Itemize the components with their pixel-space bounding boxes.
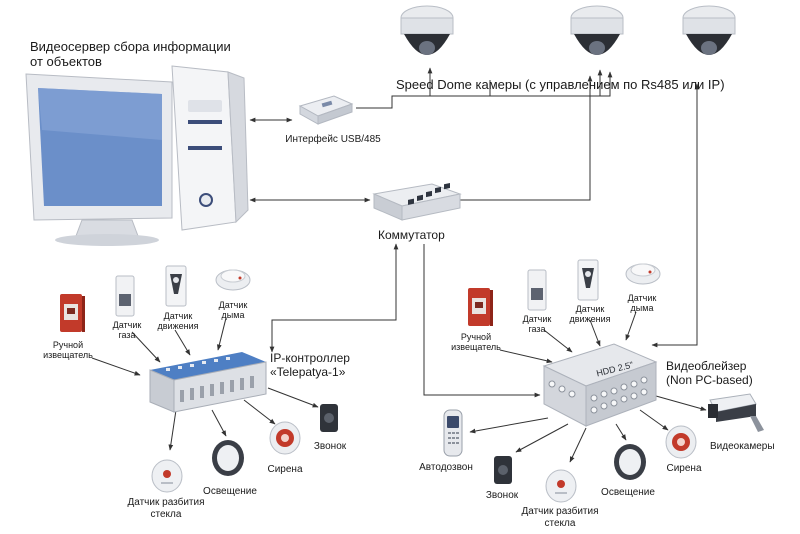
- ctrl-siren: [268, 420, 302, 456]
- vb-siren-label: Сирена: [666, 463, 702, 474]
- smoke-sensor-icon: [625, 263, 661, 285]
- videoblazer: HDD 2.5": [540, 336, 660, 432]
- siren-icon: [665, 425, 697, 459]
- link-dome-bus: [391, 72, 610, 100]
- dome-camera-3: [678, 4, 740, 70]
- videoblazer-label: Видеоблейзер (Non PC-based): [666, 359, 753, 387]
- ctrl-lighting: [210, 436, 246, 478]
- dome-camera-icon: [570, 5, 624, 55]
- vb-autodialer-label: Автодозвон: [419, 462, 473, 473]
- vb-gas-sensor: [526, 268, 548, 312]
- glass-break-sensor-icon: [545, 469, 577, 503]
- vb-lighting: [612, 440, 648, 482]
- link-switch-dome: [460, 75, 593, 201]
- usb-interface-label: Интерфейс USB/485: [285, 134, 381, 145]
- server-label: Видеосервер сбора информации от объектов: [30, 39, 231, 69]
- network-switch: [370, 180, 462, 224]
- vb-bell-label: Звонок: [485, 490, 519, 501]
- vb-glass-break-label: Датчик разбития стекла: [521, 506, 599, 529]
- video-camera-icon: [708, 393, 764, 432]
- vb-smoke-sensor: [624, 258, 662, 286]
- video-recorder-box-icon: [542, 343, 658, 427]
- vb-motion-sensor-label: Датчик движения: [569, 304, 611, 325]
- ctrl-glass-break-label: Датчик разбития стекла: [127, 497, 205, 520]
- ctrl-lighting-label: Освещение: [203, 486, 257, 497]
- vb-video-cameras-label: Видеокамеры: [710, 441, 775, 452]
- vb-video-camera: [706, 390, 770, 436]
- vb-gas-sensor-label: Датчик газа: [522, 314, 552, 335]
- vb-manual-call-point: [466, 286, 494, 328]
- manual-call-point-icon: [60, 294, 85, 332]
- ctrl-bell: [318, 402, 340, 434]
- vb-smoke-sensor-label: Датчик дыма: [627, 293, 657, 314]
- bell-icon: [320, 404, 338, 432]
- vb-bell: [492, 454, 514, 486]
- dome-camera-icon: [682, 5, 736, 55]
- ip-controller-label: IP-контроллер «Telepatya-1»: [270, 351, 350, 379]
- dome-camera-icon: [400, 5, 454, 55]
- ctrl-manual-call-point: [58, 292, 86, 334]
- ctrl-gas-sensor-label: Датчик газа: [112, 320, 142, 341]
- ctrl-motion-sensor: [164, 264, 188, 308]
- lighting-icon: [212, 440, 244, 476]
- siren-icon: [269, 421, 301, 455]
- vb-autodialer: [440, 408, 466, 458]
- ctrl-smoke-sensor-label: Датчик дыма: [218, 300, 248, 321]
- usb-interface-icon: [298, 95, 354, 125]
- vb-lighting-label: Освещение: [601, 487, 655, 498]
- ip-controller: [146, 346, 268, 416]
- dome-camera-2: [566, 4, 628, 70]
- din-rail-controller-icon: [149, 352, 267, 413]
- vb-manual-call-point-label: Ручной извещатель: [451, 332, 501, 353]
- glass-break-sensor-icon: [151, 459, 183, 493]
- dome-cameras-label: Speed Dome камеры (с управлением по Rs48…: [396, 77, 725, 92]
- ctrl-bell-label: Звонок: [313, 441, 347, 452]
- lighting-icon: [614, 444, 646, 480]
- ctrl-smoke-sensor: [214, 264, 252, 292]
- switch-label: Коммутатор: [378, 228, 445, 242]
- link-switch-controller: [269, 243, 399, 353]
- ctrl-glass-break: [150, 454, 184, 494]
- ctrl-manual-call-point-label: Ручной извещатель: [43, 340, 93, 361]
- vb-motion-sensor: [576, 258, 600, 302]
- motion-sensor-icon: [165, 265, 187, 307]
- ctrl-gas-sensor: [114, 274, 136, 318]
- smoke-sensor-icon: [215, 269, 251, 291]
- motion-sensor-icon: [577, 259, 599, 301]
- link-usb-dome-bus: [356, 100, 393, 109]
- bell-icon: [494, 456, 512, 484]
- mobile-phone-icon: [443, 409, 463, 457]
- ctrl-siren-label: Сирена: [267, 464, 303, 475]
- usb-interface: [294, 92, 356, 126]
- computer-icon: [25, 65, 249, 246]
- manual-call-point-icon: [468, 288, 493, 326]
- link-switch-videoblazer: [423, 244, 541, 398]
- gas-sensor-icon: [527, 269, 547, 311]
- dome-camera-1: [396, 4, 458, 70]
- network-switch-icon: [372, 182, 462, 221]
- link-dome3-videoblazer: [651, 83, 700, 348]
- gas-sensor-icon: [115, 275, 135, 317]
- server-computer: [22, 60, 252, 250]
- vb-siren: [664, 424, 698, 460]
- ctrl-motion-sensor-label: Датчик движения: [157, 311, 199, 332]
- vb-glass-break: [544, 464, 578, 504]
